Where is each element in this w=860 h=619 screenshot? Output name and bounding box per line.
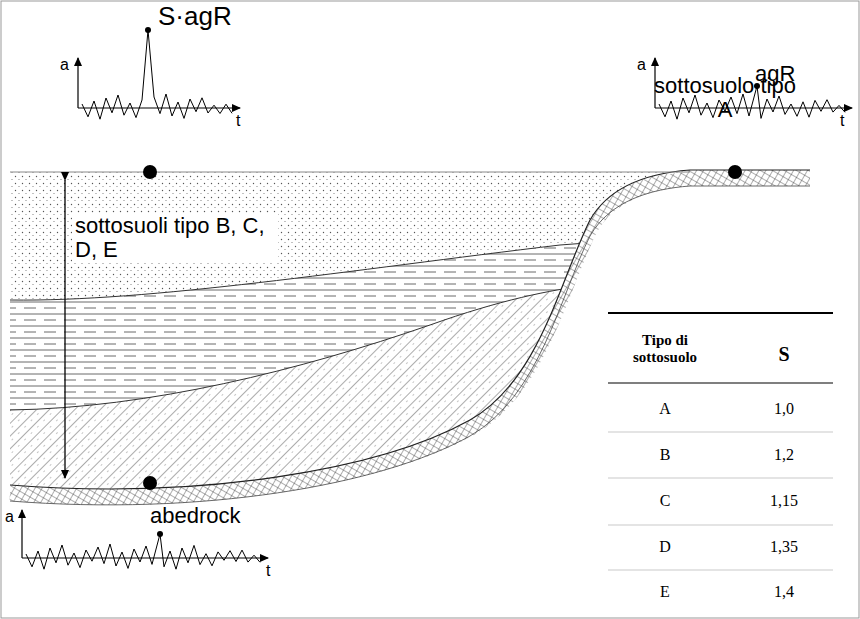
- table-cell: 1,0: [774, 400, 794, 418]
- axis-label: t: [266, 562, 270, 580]
- table-cell: 1,2: [774, 446, 794, 464]
- table-cell: C: [660, 492, 671, 510]
- table-cell: B: [660, 446, 671, 464]
- table-header: Tipo di sottosuolo: [609, 332, 721, 365]
- seismogram-trace: [26, 534, 260, 569]
- peak-dot: [145, 27, 151, 33]
- soil-type-label: sottosuoli tipo B, C, D, E: [72, 213, 278, 263]
- table-cell: D: [659, 538, 671, 556]
- axis-label: t: [236, 112, 240, 130]
- table-cell: 1,35: [770, 538, 798, 556]
- peak-dot: [157, 531, 163, 537]
- soil-type-label: sottosuolo tipo A: [645, 74, 805, 122]
- axis-label: t: [840, 112, 844, 130]
- table-header: S: [778, 343, 789, 365]
- axis-label: a: [5, 508, 14, 526]
- seismogram-trace: [82, 30, 232, 119]
- table-cell: A: [659, 400, 671, 418]
- axis-label: a: [60, 56, 69, 74]
- table-cell: 1,15: [770, 492, 798, 510]
- table-cell: 1,4: [774, 583, 794, 601]
- axis-label: a: [637, 56, 646, 74]
- table-cell: E: [660, 583, 670, 601]
- peak-acceleration-label: S·agR: [158, 2, 232, 31]
- peak-acceleration-label: abedrock: [150, 504, 241, 528]
